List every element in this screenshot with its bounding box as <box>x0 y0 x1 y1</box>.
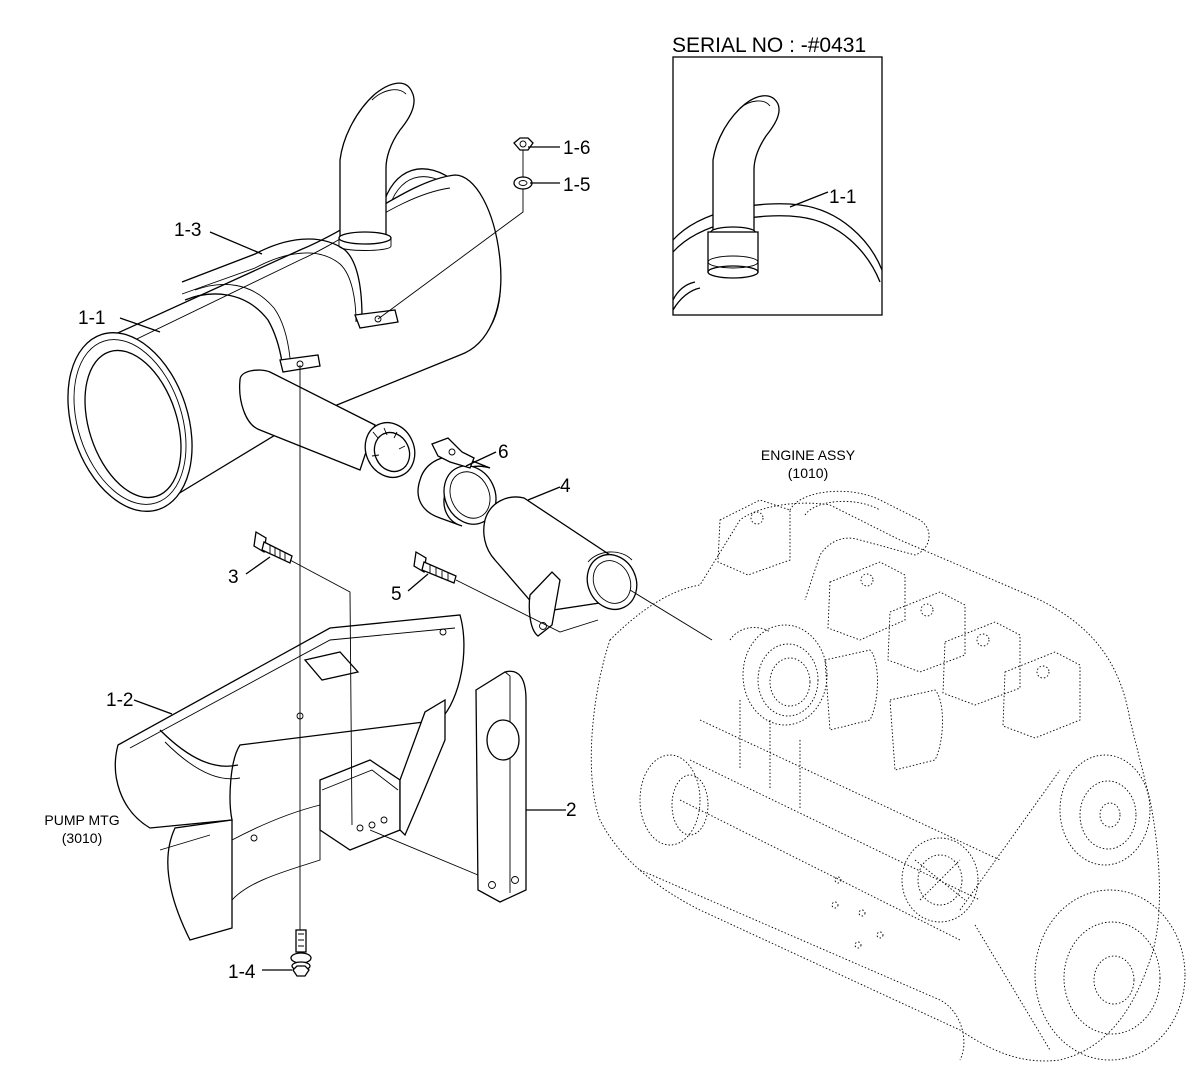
callout-3: 3 <box>228 567 239 588</box>
nut-1-6 <box>513 137 534 151</box>
inset-callout-1-1: 1-1 <box>829 187 856 208</box>
bolt-3 <box>253 530 293 564</box>
clamp <box>417 437 497 527</box>
bolt-5 <box>413 550 457 584</box>
callout-labels: 1-1 1-3 1-6 1-5 6 4 3 5 1-2 2 1-4 <box>78 138 590 983</box>
leader-lines <box>119 146 713 971</box>
callout-1-2: 1-2 <box>106 690 133 711</box>
inset-frame <box>672 56 883 316</box>
callout-4: 4 <box>560 476 571 497</box>
callout-1-1: 1-1 <box>78 308 105 329</box>
engine-assembly <box>590 490 1186 1062</box>
engine-assy-code: (1010) <box>788 465 828 481</box>
callout-1-4: 1-4 <box>228 962 256 983</box>
callout-1-5: 1-5 <box>563 175 590 196</box>
callout-5: 5 <box>391 584 402 605</box>
muffler <box>67 82 502 512</box>
band <box>181 238 399 373</box>
callout-6: 6 <box>498 442 509 463</box>
serial-number-label: SERIAL NO : -#0431 <box>672 34 866 57</box>
bolt-1-4 <box>290 929 312 977</box>
inset-leader-1-1 <box>789 191 829 208</box>
callout-2: 2 <box>566 800 577 821</box>
washer-1-5 <box>513 176 533 190</box>
engine-assy-title: ENGINE ASSY <box>761 447 856 463</box>
callout-1-6: 1-6 <box>563 138 590 159</box>
reference-labels: ENGINE ASSY (1010) PUMP MTG (3010) <box>44 447 855 846</box>
rocker-covers <box>717 499 1081 739</box>
exhaust-pipe <box>483 496 638 637</box>
bracket-assembly <box>114 614 465 941</box>
stay-bracket <box>475 670 527 903</box>
serial-inset: SERIAL NO : -#0431 1-1 <box>672 34 883 316</box>
pump-mtg-title: PUMP MTG <box>44 812 119 828</box>
inset-muffler <box>672 95 883 311</box>
pump-mtg-code: (3010) <box>62 830 102 846</box>
callout-1-3: 1-3 <box>174 220 201 241</box>
